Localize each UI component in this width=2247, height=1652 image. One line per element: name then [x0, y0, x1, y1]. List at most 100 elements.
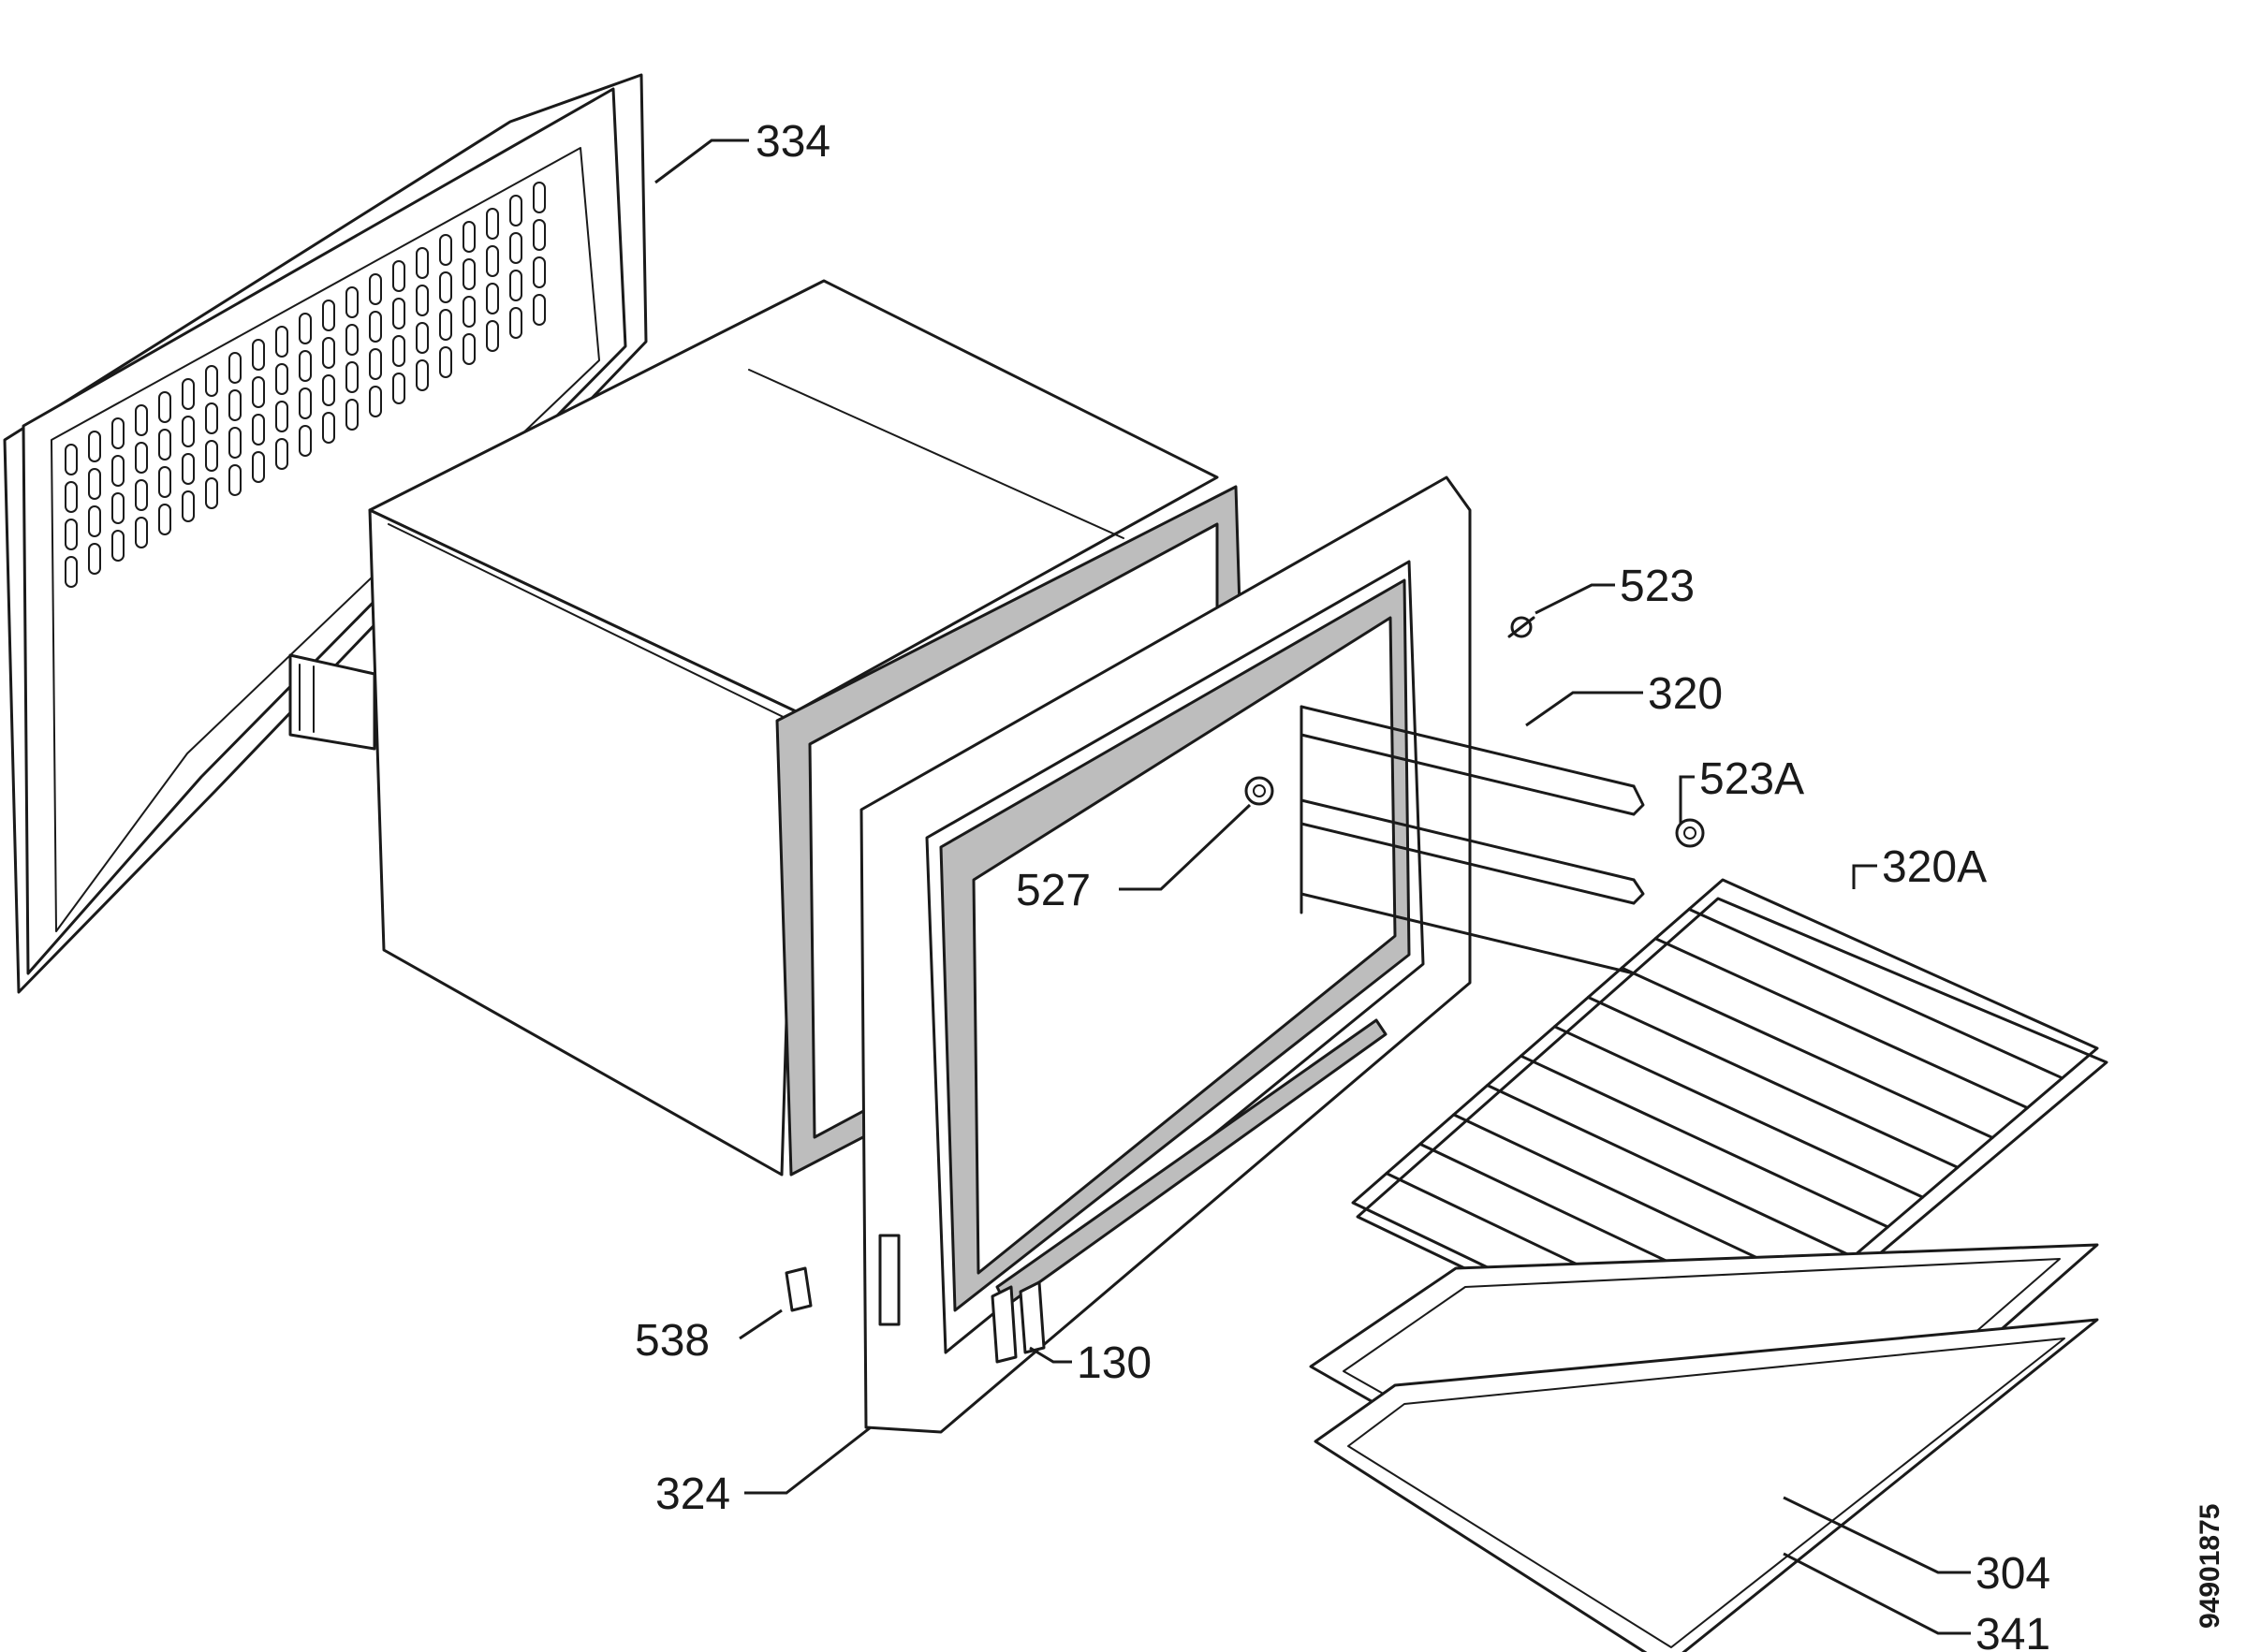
vent-slot [463, 296, 476, 328]
part-527-lamp [1244, 776, 1274, 806]
vent-slot [369, 273, 382, 305]
part-341-drip-pan [1314, 1318, 2099, 1652]
vent-slot [111, 492, 125, 524]
vent-slot [299, 350, 312, 382]
vent-slot [486, 283, 499, 314]
vent-slot [111, 530, 125, 562]
vent-slot [252, 376, 265, 408]
vent-slot [533, 219, 546, 251]
vent-slot [369, 348, 382, 380]
vent-slot [182, 453, 195, 485]
vent-slot [252, 451, 265, 483]
shelf-wire [1620, 966, 1994, 1139]
vent-slot [369, 386, 382, 417]
shelf-wire [1486, 1084, 1855, 1259]
vent-slot [509, 307, 522, 339]
vent-slot [345, 361, 359, 393]
vent-slot [135, 517, 148, 548]
part-538-clip [785, 1266, 813, 1312]
label-523: 523 [1620, 562, 1695, 611]
vent-slot [299, 387, 312, 419]
vent-slot [322, 337, 335, 369]
vent-slot [88, 431, 101, 462]
vent-slot [228, 464, 242, 496]
vent-slot [416, 247, 429, 279]
vent-slot [205, 477, 218, 509]
vent-slot [135, 479, 148, 511]
vent-slot [322, 300, 335, 331]
part-523a-bush [1675, 818, 1705, 848]
vent-slot [275, 363, 288, 395]
vent-slot [509, 270, 522, 301]
vent-slot [345, 286, 359, 318]
part-320-side-runner [1300, 705, 1645, 975]
vent-slot [486, 320, 499, 352]
part-labels: 334 523 320 523A 320A 527 538 130 324 30… [635, 117, 2050, 1652]
vent-slot [299, 313, 312, 344]
vent-slot [486, 245, 499, 277]
vent-slot [463, 221, 476, 253]
vent-slot [463, 258, 476, 290]
vent-slot [509, 232, 522, 264]
part-324-front-frame [859, 475, 1472, 1434]
vent-slot [275, 326, 288, 358]
vent-slot [416, 285, 429, 316]
vent-slot [205, 402, 218, 434]
vent-slot [392, 373, 405, 404]
vent-slot [345, 324, 359, 356]
vent-slot [158, 391, 171, 423]
vent-slot [135, 442, 148, 474]
vent-slot [158, 429, 171, 461]
vent-slot [65, 481, 78, 513]
vent-slot [533, 256, 546, 288]
vent-slot [275, 438, 288, 470]
vent-slot [463, 333, 476, 365]
vent-slot [182, 378, 195, 410]
label-334: 334 [756, 117, 830, 167]
vent-slot [135, 404, 148, 436]
shelf-wire [1552, 1025, 1925, 1199]
shelf-wire [1653, 937, 2029, 1110]
vent-slot [299, 425, 312, 457]
vent-slot [158, 504, 171, 535]
vent-slot [322, 374, 335, 406]
vent-slot [182, 490, 195, 522]
vent-slot [275, 401, 288, 432]
vent-slot [439, 271, 452, 303]
vent-slot [322, 412, 335, 444]
vent-slot [205, 365, 218, 397]
vent-slot [228, 389, 242, 421]
vent-slot [228, 352, 242, 384]
vent-slot [345, 399, 359, 431]
vent-slot [88, 505, 101, 537]
vent-slot [65, 556, 78, 588]
label-341: 341 [1975, 1610, 2050, 1652]
vent-slot [509, 195, 522, 227]
vent-slot [88, 468, 101, 500]
back-panel-vent-slots [65, 182, 546, 588]
part-523-screw [1507, 616, 1535, 638]
shelf-wire [1586, 995, 1960, 1169]
label-304: 304 [1975, 1549, 2050, 1599]
vent-slot [416, 322, 429, 354]
vent-slot [533, 294, 546, 326]
drawing-code: 94901875 [2195, 1504, 2225, 1629]
vent-slot [392, 335, 405, 367]
vent-slot [158, 466, 171, 498]
vent-slot [369, 311, 382, 343]
leader-lines [654, 139, 1971, 1635]
vent-slot [392, 260, 405, 292]
vent-slot [252, 339, 265, 371]
label-538: 538 [635, 1316, 710, 1366]
vent-slot [65, 444, 78, 475]
shelf-wire [1520, 1054, 1889, 1229]
vent-slot [88, 543, 101, 575]
vent-slot [439, 234, 452, 266]
vent-slot [182, 416, 195, 447]
label-527: 527 [1016, 866, 1091, 915]
vent-slot [439, 309, 452, 341]
shelf-wire [1687, 907, 2064, 1080]
vent-slot [111, 417, 125, 449]
vent-slot [533, 182, 546, 213]
